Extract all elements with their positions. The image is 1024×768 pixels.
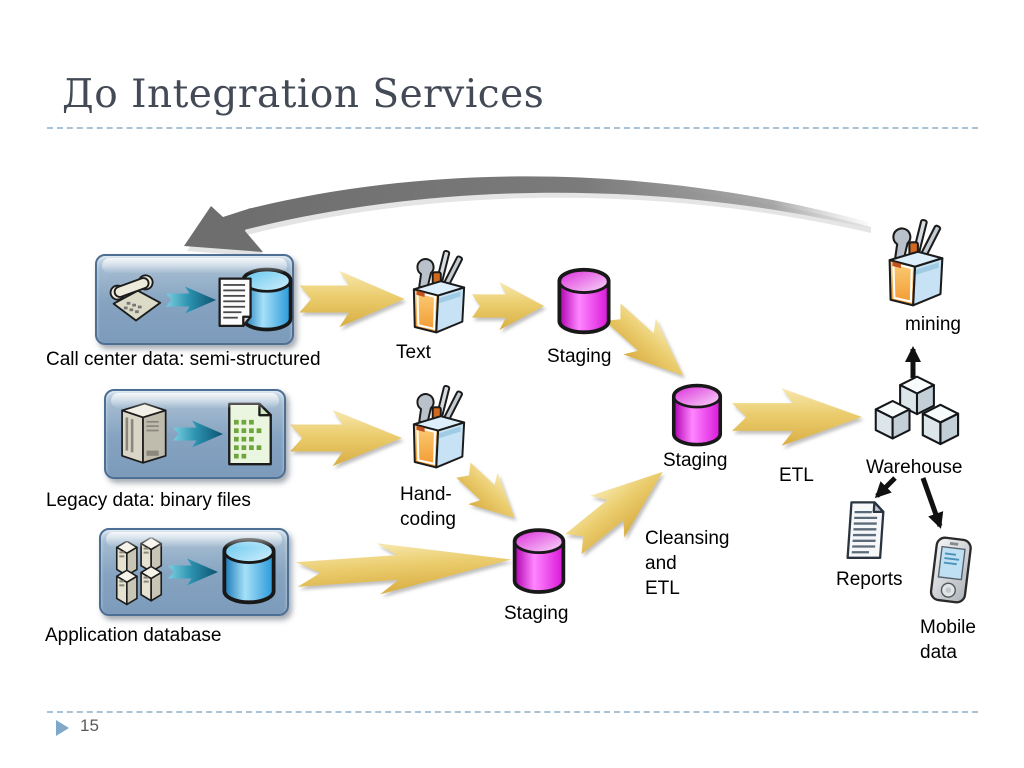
staging-cylinder-icon bbox=[509, 526, 569, 598]
source-box-application bbox=[99, 528, 289, 616]
mobile-device-icon bbox=[928, 534, 976, 610]
toolbox-icon bbox=[884, 214, 948, 312]
mainframe-icon bbox=[115, 400, 171, 468]
label-hand-coding: Hand- coding bbox=[400, 484, 456, 530]
flow-arrow-icon bbox=[168, 558, 218, 586]
title-divider bbox=[47, 127, 978, 129]
page-title: До Integration Services bbox=[62, 72, 545, 117]
warehouse-cubes-icon bbox=[872, 374, 962, 458]
binary-file-icon bbox=[225, 401, 275, 467]
server-rack-icon bbox=[110, 537, 168, 607]
label-cleansing-etl: Cleansing and ETL bbox=[645, 528, 730, 599]
toolbox-icon bbox=[405, 248, 473, 336]
reports-document-icon bbox=[846, 498, 890, 566]
feedback-arrow bbox=[184, 176, 871, 257]
telephone-icon bbox=[106, 272, 166, 328]
flow-arrow-icon bbox=[166, 286, 216, 313]
source-label-legacy: Legacy data: binary files bbox=[46, 490, 251, 511]
source-box-legacy bbox=[104, 389, 286, 479]
toolbox-icon bbox=[405, 383, 473, 471]
label-warehouse: Warehouse bbox=[866, 457, 963, 478]
label-staging-bottom: Staging bbox=[504, 603, 569, 624]
warehouse-output-arrows bbox=[874, 346, 944, 529]
label-etl: ETL bbox=[779, 465, 814, 486]
label-text-tool: Text bbox=[396, 342, 431, 363]
label-staging-top: Staging bbox=[547, 346, 612, 367]
database-cylinder-icon bbox=[218, 536, 280, 608]
label-reports: Reports bbox=[836, 569, 903, 590]
source-label-call-center: Call center data: semi-structured bbox=[46, 349, 321, 370]
label-staging-mid: Staging bbox=[663, 450, 728, 471]
page-number: 15 bbox=[80, 716, 99, 735]
staging-cylinder-icon bbox=[553, 266, 615, 338]
footer-divider bbox=[47, 711, 978, 713]
page-marker-triangle-icon bbox=[56, 720, 69, 736]
label-mobile-data: Mobile data bbox=[920, 617, 976, 663]
label-mining: mining bbox=[905, 314, 961, 335]
flow-arrow-icon bbox=[173, 420, 223, 448]
database-document-icon bbox=[216, 264, 296, 335]
source-label-application: Application database bbox=[45, 625, 222, 646]
source-box-call-center bbox=[95, 254, 294, 345]
staging-cylinder-icon bbox=[666, 382, 728, 450]
